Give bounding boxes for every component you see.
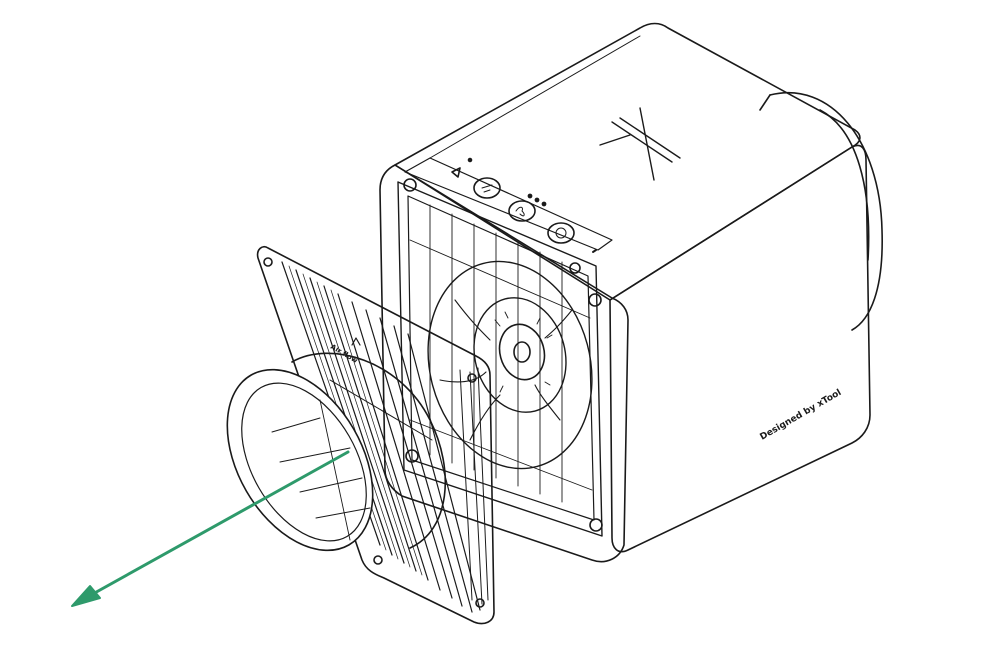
triangle-indicator-icon: [451, 167, 461, 178]
speed-button-icon[interactable]: [473, 177, 501, 199]
fan-button-icon[interactable]: [508, 200, 536, 222]
airflow-direction-arrow: [71, 450, 350, 607]
brand-text: Designed by xTool: [759, 388, 844, 443]
control-panel: [451, 157, 597, 253]
body-right-face: [609, 144, 871, 553]
rear-exhaust-port: [759, 92, 883, 331]
duct-ring: [226, 337, 447, 552]
purifier-body: [379, 22, 871, 563]
fan-assembly: [427, 260, 593, 470]
body-front-face: [379, 164, 629, 563]
body-top-face: [394, 22, 861, 301]
x-logo-icon: [599, 107, 681, 181]
airflow-arrow-icon: [351, 337, 361, 346]
power-button-icon[interactable]: [547, 222, 575, 244]
